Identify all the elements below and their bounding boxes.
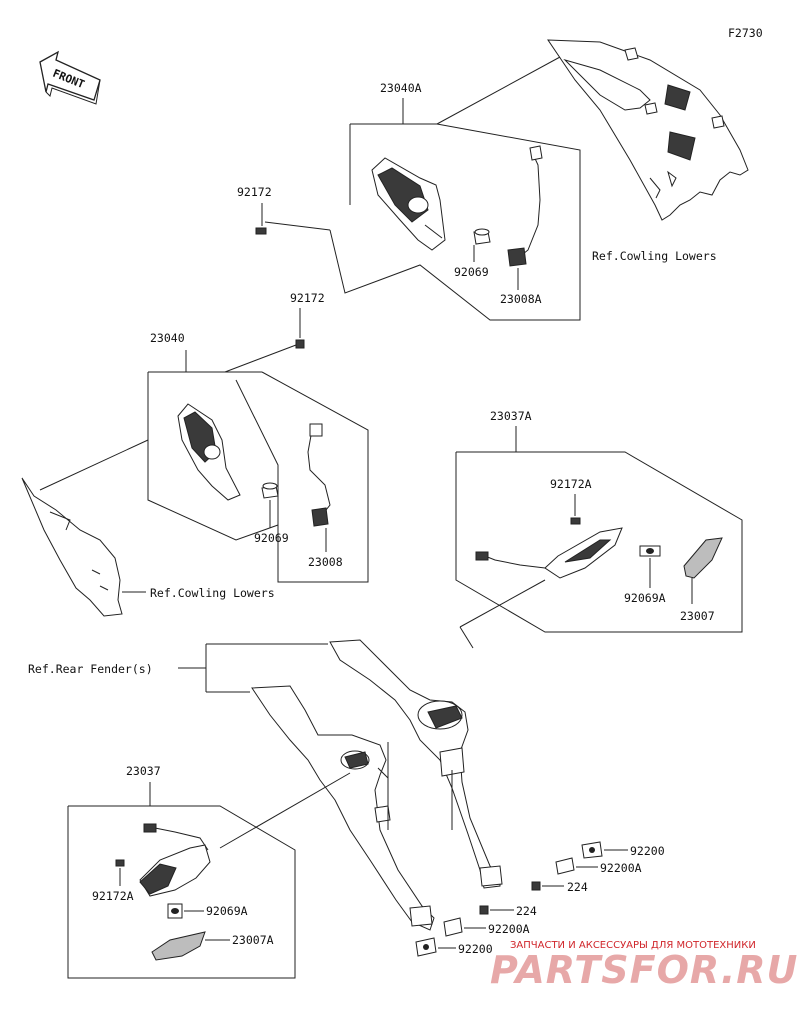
bracket-23040 xyxy=(147,350,369,583)
watermark-brand: PARTSFOR.RU xyxy=(490,948,798,992)
label-224-left: 224 xyxy=(516,904,537,918)
turn-signal-23037 xyxy=(139,823,211,897)
label-23008: 23008 xyxy=(308,555,343,569)
label-23008A: 23008A xyxy=(500,292,542,306)
rear-fender-bracket-left xyxy=(251,685,435,931)
bracket-23037A xyxy=(455,426,743,633)
rear-fender-bracket-right xyxy=(329,639,503,889)
nut-92200-left xyxy=(415,937,437,957)
label-92200-left: 92200 xyxy=(458,942,493,956)
bulb-92069A-right xyxy=(639,545,661,557)
bolt-92172-mid xyxy=(295,339,305,349)
bulb-92069-mid xyxy=(261,482,279,499)
lens-23007A xyxy=(151,931,206,961)
ref-rear-fender-label: Ref.Rear Fender(s) xyxy=(28,662,153,676)
label-23007: 23007 xyxy=(680,609,715,623)
label-92069-top: 92069 xyxy=(454,265,489,279)
bracket-23040A xyxy=(329,98,581,321)
label-92172-mid: 92172 xyxy=(290,291,325,305)
bulb-92069-top xyxy=(473,228,491,245)
socket-23008 xyxy=(307,423,331,527)
label-23007A: 23007A xyxy=(232,933,274,947)
figure-code: F2730 xyxy=(728,26,763,40)
bolt-92172-top xyxy=(255,227,267,235)
nut-92200-right xyxy=(581,841,603,859)
turn-signal-housing-23040 xyxy=(177,403,241,501)
cowling-lower-right-ref xyxy=(547,39,749,221)
label-92200A-right: 92200A xyxy=(600,861,642,875)
lens-23007 xyxy=(683,537,723,579)
screw-224-left xyxy=(479,905,489,915)
label-92069A-right: 92069A xyxy=(624,591,666,605)
label-92172A-left: 92172A xyxy=(92,889,134,903)
ref-cowling-lowers-left-label: Ref.Cowling Lowers xyxy=(150,586,275,600)
label-224-right: 224 xyxy=(567,880,588,894)
clip-92200A-left xyxy=(443,917,463,937)
front-arrow-icon: FRONT xyxy=(39,50,101,105)
label-92069-mid: 92069 xyxy=(254,531,289,545)
label-92172-top: 92172 xyxy=(237,185,272,199)
bulb-92069A-left xyxy=(167,903,183,919)
cowling-lower-left-ref xyxy=(21,477,123,617)
bracket-23037 xyxy=(67,782,296,979)
label-92172A-right: 92172A xyxy=(550,477,592,491)
label-92200A-left: 92200A xyxy=(488,922,530,936)
socket-23008A xyxy=(507,145,543,267)
screw-224-right xyxy=(531,881,541,891)
label-23040A: 23040A xyxy=(380,81,422,95)
label-92069A-left: 92069A xyxy=(206,904,248,918)
bolt-92172A-right xyxy=(570,517,581,525)
label-92200-right: 92200 xyxy=(630,844,665,858)
label-23037: 23037 xyxy=(126,764,161,778)
bolt-92172A-left xyxy=(115,859,125,867)
clip-92200A-right xyxy=(555,857,575,875)
turn-signal-23037A xyxy=(475,527,623,579)
watermark-tagline: ЗАПЧАСТИ И АКСЕССУАРЫ ДЛЯ МОТОТЕХНИКИ xyxy=(510,940,756,951)
label-23037A: 23037A xyxy=(490,409,532,423)
turn-signal-housing-23040A xyxy=(371,157,446,251)
label-23040: 23040 xyxy=(150,331,185,345)
ref-cowling-lowers-top-label: Ref.Cowling Lowers xyxy=(592,249,717,263)
